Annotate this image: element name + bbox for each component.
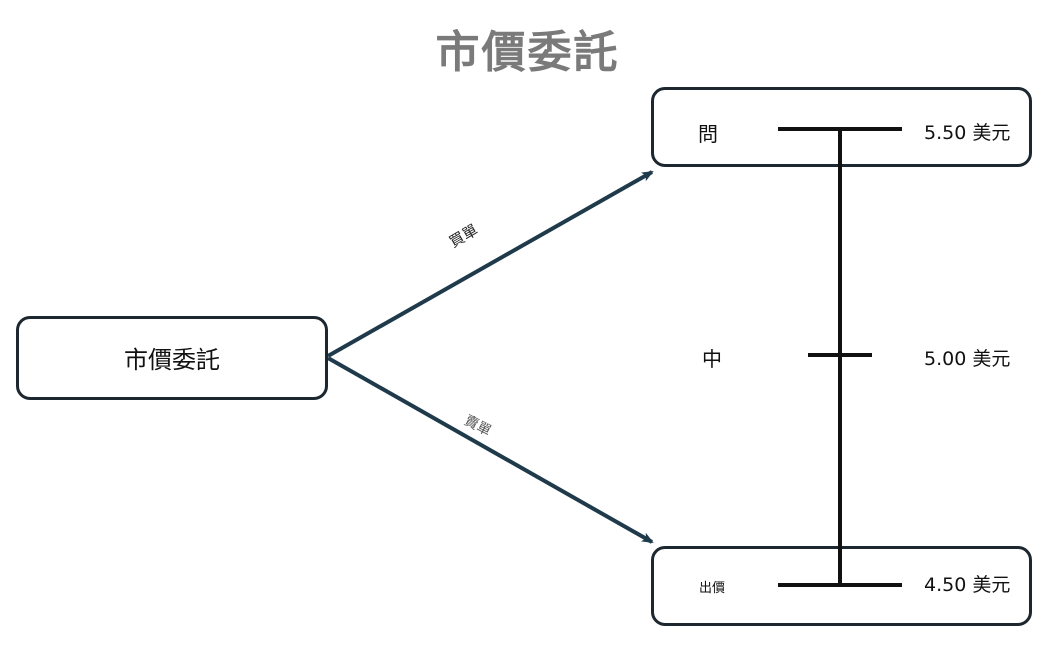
buy-arrow [327, 170, 654, 358]
ask-label: 問 [698, 122, 718, 146]
bid-price: 4.50 美元 [924, 574, 1011, 596]
market-order-node [16, 316, 328, 400]
sell-arrow [327, 356, 654, 544]
mid-label: 中 [702, 347, 722, 371]
diagram-title: 市價委託 [435, 27, 620, 78]
market-order-label: 市價委託 [124, 346, 220, 374]
bid-label: 出價 [699, 581, 726, 596]
mid-price: 5.00 美元 [924, 348, 1011, 370]
ask-price: 5.50 美元 [924, 122, 1011, 144]
